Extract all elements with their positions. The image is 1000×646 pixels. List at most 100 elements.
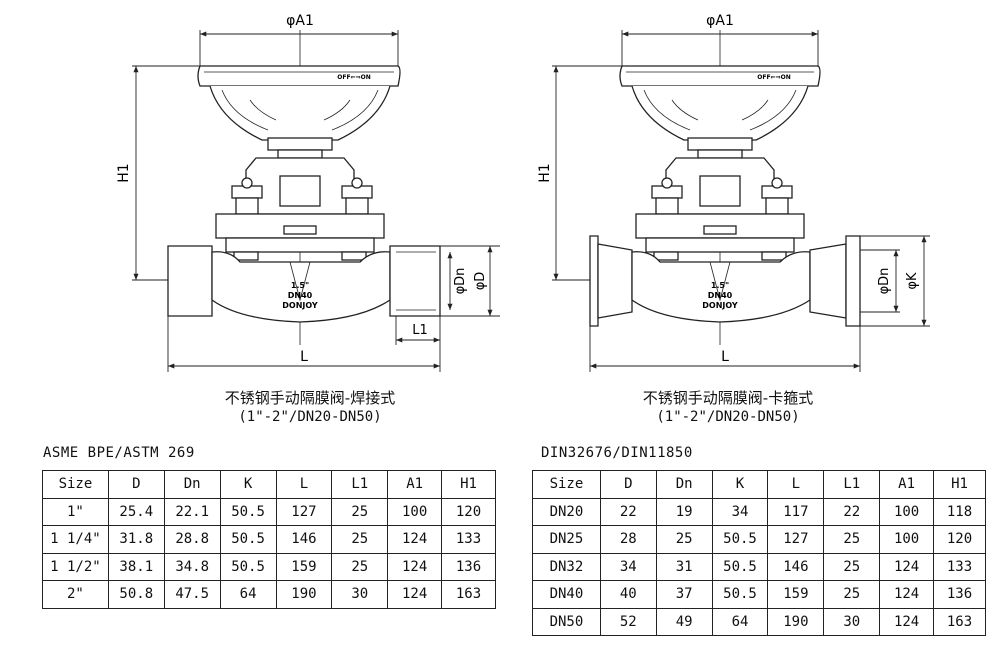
clamp-caption: 不锈钢手动隔膜阀-卡箍式 (1"-2"/DN20-DN50) [608, 389, 848, 427]
table-cell: 127 [767, 525, 825, 554]
table-cell: 25 [331, 497, 389, 526]
table-cell: DN20 [532, 497, 601, 526]
table-cell: 22 [823, 497, 881, 526]
table-cell: 133 [441, 525, 496, 554]
table-cell: 64 [711, 607, 769, 636]
table-cell: 25.4 [107, 497, 165, 526]
clamp-dimension-lines [552, 30, 930, 372]
table-cell: DN50 [532, 607, 601, 636]
welded-caption-title: 不锈钢手动隔膜阀-焊接式 [224, 389, 396, 407]
welded-dim-d-label: φD [473, 272, 488, 291]
table-cell: 124 [387, 580, 443, 609]
table-cell: 50.5 [219, 525, 277, 554]
table-cell: 124 [387, 525, 443, 554]
welded-caption: 不锈钢手动隔膜阀-焊接式 (1"-2"/DN20-DN50) [190, 389, 430, 427]
clamp-body-mark-size: 1.5" [711, 281, 729, 290]
table-cell: 30 [823, 607, 881, 636]
table-cell: 34 [599, 552, 657, 581]
table-cell: 120 [441, 497, 496, 526]
table-cell: 118 [933, 497, 986, 526]
table-cell: 50.5 [711, 525, 769, 554]
header-cell: H1 [441, 470, 496, 499]
table-cell: 31.8 [107, 525, 165, 554]
table-cell: 25 [655, 525, 713, 554]
table-cell: 30 [331, 580, 389, 609]
table-cell: 159 [275, 552, 333, 581]
header-cell: L [275, 470, 333, 499]
table-cell: 25 [823, 525, 881, 554]
header-cell: Size [42, 470, 109, 499]
table-cell: 64 [219, 580, 277, 609]
header-cell: Dn [655, 470, 713, 499]
clamp-dim-k-label: φK [905, 272, 920, 290]
table-cell: 100 [387, 497, 443, 526]
welded-dim-l1-label: L1 [412, 323, 428, 338]
table-cell: 25 [823, 580, 881, 609]
table-row: DN50 52 49 64 190 30 124 163 [532, 607, 986, 636]
table-cell: 100 [879, 497, 935, 526]
table-cell: 163 [933, 607, 986, 636]
welded-body-mark-dn: DN40 [288, 291, 313, 300]
asme-standard-label: ASME BPE/ASTM 269 [43, 445, 195, 461]
header-cell: K [219, 470, 277, 499]
table-cell: 136 [441, 552, 496, 581]
clamp-handwheel-marking: OFF⇐⇒ON [757, 74, 790, 81]
table-row: DN40 40 37 50.5 159 25 124 136 [532, 580, 986, 609]
table-cell: 100 [879, 525, 935, 554]
table-cell: 34.8 [163, 552, 221, 581]
header-cell: Size [532, 470, 601, 499]
table-header-row: Size D Dn K L L1 A1 H1 [532, 470, 986, 499]
table-row: DN20 22 19 34 117 22 100 118 [532, 497, 986, 526]
welded-valve-drawing [167, 30, 441, 345]
header-cell: L [767, 470, 825, 499]
header-cell: A1 [387, 470, 443, 499]
din-dimension-table: Size D Dn K L L1 A1 H1 DN20 22 19 34 117… [532, 470, 986, 636]
header-cell: D [599, 470, 657, 499]
table-cell: 124 [387, 552, 443, 581]
table-header-row: Size D Dn K L L1 A1 H1 [42, 470, 496, 499]
clamp-body-mark-dn: DN40 [708, 291, 733, 300]
welded-dim-a1-label: φA1 [286, 13, 314, 29]
table-row: DN32 34 31 50.5 146 25 124 133 [532, 552, 986, 581]
table-cell: 28.8 [163, 525, 221, 554]
table-cell: 50.8 [107, 580, 165, 609]
table-cell: 37 [655, 580, 713, 609]
header-cell: A1 [879, 470, 935, 499]
table-cell: DN40 [532, 580, 601, 609]
table-cell: 28 [599, 525, 657, 554]
table-cell: 120 [933, 525, 986, 554]
welded-body-mark-size: 1.5" [291, 281, 309, 290]
welded-body-mark-brand: DONJOY [282, 301, 318, 310]
header-cell: L1 [823, 470, 881, 499]
table-cell: 34 [711, 497, 769, 526]
clamp-dim-h1-label: H1 [537, 163, 553, 182]
table-row: 2" 50.8 47.5 64 190 30 124 163 [42, 580, 496, 609]
table-cell: 25 [331, 552, 389, 581]
header-cell: H1 [933, 470, 986, 499]
table-cell: 2" [42, 580, 109, 609]
table-cell: DN32 [532, 552, 601, 581]
table-row: 1" 25.4 22.1 50.5 127 25 100 120 [42, 497, 496, 526]
table-cell: 52 [599, 607, 657, 636]
table-cell: 136 [933, 580, 986, 609]
clamp-dim-a1-label: φA1 [706, 13, 734, 29]
table-cell: 49 [655, 607, 713, 636]
table-cell: 124 [879, 607, 935, 636]
header-cell: D [107, 470, 165, 499]
table-cell: 22 [599, 497, 657, 526]
table-cell: 146 [767, 552, 825, 581]
table-cell: 38.1 [107, 552, 165, 581]
table-cell: 190 [767, 607, 825, 636]
table-cell: 50.5 [219, 552, 277, 581]
table-cell: 117 [767, 497, 825, 526]
table-cell: DN25 [532, 525, 601, 554]
table-cell: 159 [767, 580, 825, 609]
table-cell: 47.5 [163, 580, 221, 609]
table-cell: 50.5 [711, 552, 769, 581]
clamp-valve-drawing [589, 30, 861, 345]
table-cell: 1" [42, 497, 109, 526]
clamp-caption-title: 不锈钢手动隔膜阀-卡箍式 [642, 389, 814, 407]
clamp-body-mark-brand: DONJOY [702, 301, 738, 310]
header-cell: K [711, 470, 769, 499]
table-cell: 1 1/2" [42, 552, 109, 581]
